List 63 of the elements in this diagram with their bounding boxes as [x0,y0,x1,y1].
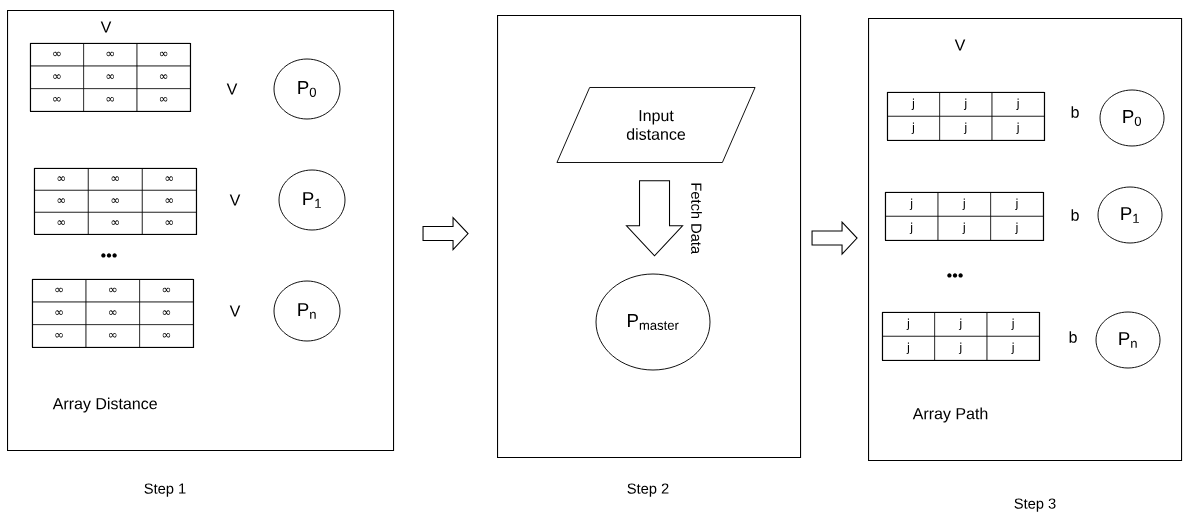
table-cell: ∞ [88,168,143,191]
table-cell: ∞ [32,324,87,348]
table-cell: ∞ [83,88,138,112]
table-cell: j [885,216,939,241]
table-cell: j [887,92,940,117]
letter-label: V [229,194,241,206]
table-cell: ∞ [34,190,89,213]
ellipsis-dots: ••• [101,253,117,258]
table-cell: j [882,336,935,361]
table-cell: ∞ [32,301,87,325]
letter-label: b [1071,106,1079,118]
input-parallelogram: Input distance [556,87,756,163]
table-cell: j [990,216,1044,241]
table-cell: ∞ [139,324,194,348]
table-cell: ∞ [139,301,194,325]
table-cell: ∞ [136,43,191,67]
panel [497,15,802,459]
table-cell: j [934,336,988,361]
table-cell: ∞ [30,88,84,112]
edge-label: Fetch Data [689,181,704,256]
letter-label: b [1071,209,1079,221]
table-cell: ∞ [83,65,138,89]
table-cell: ∞ [85,301,140,325]
letter-label: V [954,39,966,51]
table-cell: ∞ [34,168,89,191]
table-cell: ∞ [88,190,143,213]
table-cell: j [939,116,993,141]
table-cell: j [986,312,1040,337]
table-cell: j [882,312,935,337]
table-cell: ∞ [136,65,191,89]
table-cell: j [885,192,939,217]
table-cell: ∞ [142,168,197,191]
table-cell: ∞ [142,212,197,235]
table-cell: ∞ [34,212,89,235]
table-cell: j [939,92,993,117]
letter-label: V [229,305,241,317]
table-cell: ∞ [88,212,143,235]
letter-label: V [226,83,238,95]
block-arrow [811,220,858,256]
table-cell: ∞ [32,279,87,303]
table-cell: ∞ [142,190,197,213]
table-cell: ∞ [30,65,84,89]
table-cell: j [991,92,1045,117]
table-cell: j [887,116,940,141]
table-cell: j [937,192,991,217]
table-cell: ∞ [139,279,194,303]
block-arrow [625,180,684,257]
table-cell: j [990,192,1044,217]
table-cell: ∞ [85,279,140,303]
table-cell: j [986,336,1040,361]
table-cell: ∞ [85,324,140,348]
step-caption: Step 3 [1014,498,1056,512]
table-cell: j [937,216,991,241]
table-cell: ∞ [136,88,191,112]
letter-label: b [1069,331,1077,343]
step-caption: Step 1 [144,483,186,497]
table-cell: j [991,116,1045,141]
table-cell: ∞ [83,43,138,67]
ellipsis-dots: ••• [947,273,963,278]
table-cell: j [934,312,988,337]
table-cell: ∞ [30,43,84,67]
step-caption: Step 2 [627,483,669,497]
block-arrow [422,216,469,251]
